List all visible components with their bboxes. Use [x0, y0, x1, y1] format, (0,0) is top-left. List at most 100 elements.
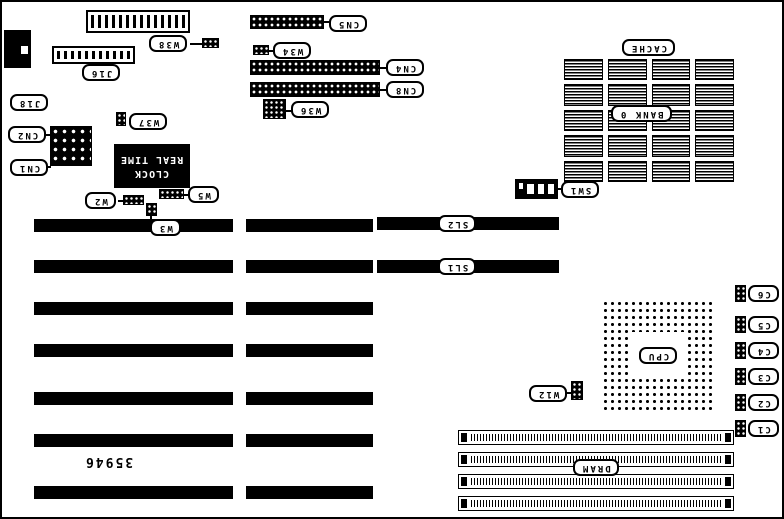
label-c6: C6: [748, 285, 779, 302]
cache-chip: [651, 135, 691, 157]
expansion-slot: [34, 219, 233, 232]
rtc-text-line1: REAL TIME: [120, 153, 184, 165]
label-cache: CACHE: [622, 39, 676, 56]
jumper-w38: [202, 38, 219, 48]
expansion-slot: [34, 344, 233, 357]
label-sl1: SL1: [438, 258, 477, 275]
jumper-w37: [116, 112, 126, 126]
expansion-slot: [246, 302, 373, 315]
cache-chip: [695, 84, 734, 106]
rtc-text-line2: CLOCK: [134, 167, 170, 179]
expansion-slot: [246, 434, 373, 447]
label-w3: W3: [150, 219, 181, 236]
leader-line: [190, 43, 202, 45]
expansion-slot: [34, 434, 233, 447]
leader-line: [567, 392, 572, 394]
pin-header-c6: [735, 285, 746, 302]
label-w5: W5: [188, 186, 219, 203]
leader-line: [118, 200, 124, 202]
leader-line: [46, 134, 51, 136]
label-c3: C3: [748, 368, 779, 385]
expansion-slot: [34, 302, 233, 315]
jumper-w34: [253, 45, 269, 55]
leader-line: [184, 194, 189, 196]
cache-chip: [695, 135, 734, 157]
label-dram: DRAM: [573, 459, 619, 476]
expansion-slot: [34, 260, 233, 273]
pin-header-c1: [735, 420, 746, 437]
label-j16: J16: [82, 64, 121, 81]
simm-socket: [458, 474, 734, 489]
cache-chip: [607, 59, 647, 81]
pin-header-cn4: [250, 60, 380, 75]
leader-line: [150, 216, 152, 221]
leader-line: [269, 50, 274, 52]
jumper-w5: [159, 189, 184, 199]
label-cn2: CN2: [8, 126, 47, 143]
cache-chip: [564, 109, 603, 132]
simm-socket: [458, 496, 734, 511]
real-time-clock-chip: REAL TIME CLOCK: [114, 144, 190, 188]
power-connector: [86, 10, 190, 33]
leader-line: [324, 21, 330, 23]
expansion-slot: [34, 392, 233, 405]
cache-chip: [607, 84, 647, 106]
expansion-slot: [246, 260, 373, 273]
cache-chip: [607, 160, 647, 182]
keyboard-connector-notch: [21, 46, 28, 54]
pin-header-c5: [735, 316, 746, 333]
expansion-slot: [246, 392, 373, 405]
part-number: 35946: [84, 454, 134, 469]
pin-header-c4: [735, 342, 746, 359]
label-c4: C4: [748, 342, 779, 359]
cache-chip: [651, 160, 691, 182]
cache-chip: [695, 160, 734, 182]
label-w36: W36: [291, 101, 330, 118]
label-w38: W38: [149, 35, 188, 52]
dip-switch-sw1: [515, 179, 558, 199]
pin-header-c2: [735, 394, 746, 411]
jumper-w2: [123, 195, 144, 205]
simm-socket: [458, 430, 734, 445]
label-c2: C2: [748, 394, 779, 411]
pin-header-cn2-cn1: [50, 126, 92, 166]
label-cn4: CN4: [386, 59, 425, 76]
cache-chip: [695, 59, 734, 81]
cache-chip: [564, 84, 603, 106]
cache-chip: [564, 59, 603, 81]
cache-chip: [564, 160, 603, 182]
cache-bank: [564, 59, 734, 182]
label-w37: W37: [129, 113, 168, 130]
pin-header-c3: [735, 368, 746, 385]
jumper-w12: [571, 381, 583, 400]
label-cn8: CN8: [386, 81, 425, 98]
connector-j16: [52, 46, 135, 64]
expansion-slot: [34, 486, 233, 499]
label-cn1: CN1: [10, 159, 49, 176]
label-c5: C5: [748, 316, 779, 333]
label-j18: J18: [10, 94, 49, 111]
leader-line: [286, 110, 292, 112]
leader-line: [46, 166, 51, 168]
dip-switch-position: [519, 183, 524, 189]
leader-line: [380, 67, 387, 69]
dip-switch-position: [547, 184, 554, 194]
leader-line: [380, 89, 387, 91]
pin-header-cn8: [250, 82, 380, 97]
label-w12: W12: [529, 385, 568, 402]
label-bank0: BANK 0: [611, 105, 672, 122]
label-sl2: SL2: [438, 215, 477, 232]
expansion-slot: [246, 344, 373, 357]
cache-chip: [651, 84, 691, 106]
label-c1: C1: [748, 420, 779, 437]
expansion-slot: [246, 219, 373, 232]
dip-switch-position: [527, 184, 534, 194]
label-sw1: SW1: [561, 181, 600, 198]
label-w34: W34: [273, 42, 312, 59]
pin-header-cn5: [250, 15, 324, 29]
jumper-w3: [146, 203, 157, 216]
label-w2: W2: [85, 192, 116, 209]
cache-chip: [651, 59, 691, 81]
dip-switch-position: [537, 184, 544, 194]
